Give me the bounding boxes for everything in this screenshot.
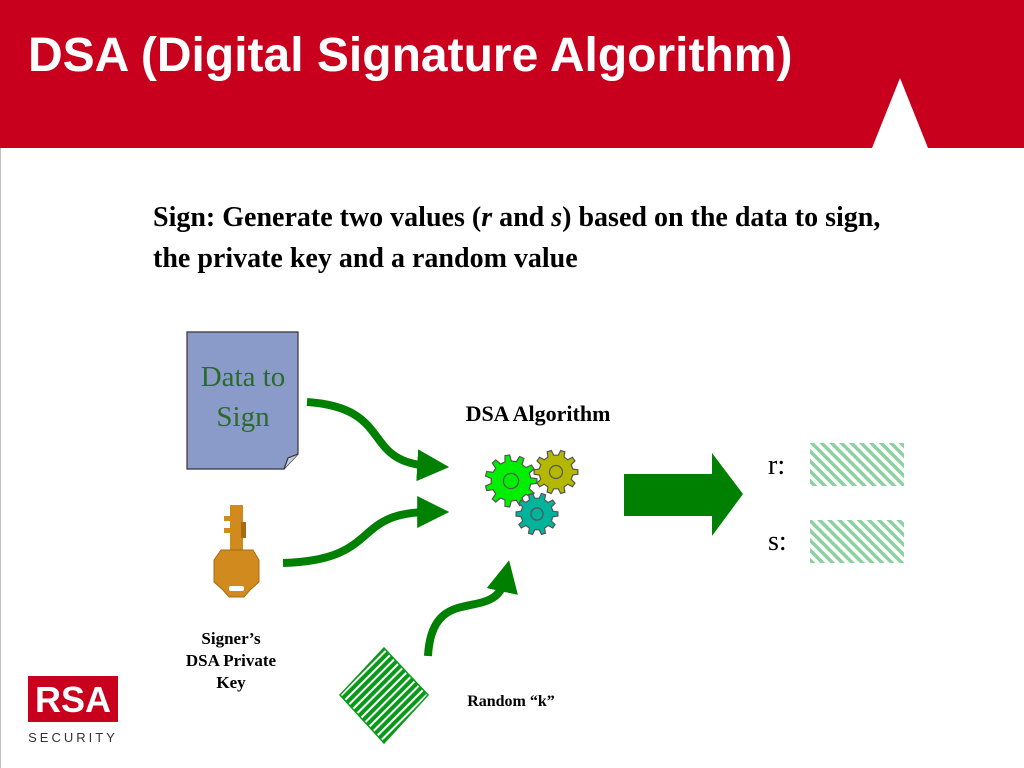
slide-title: DSA (Digital Signature Algorithm) (28, 29, 793, 82)
logo-subtext: SECURITY (28, 730, 118, 745)
random-k-label: Random “k” (467, 693, 555, 710)
dsa-algorithm-label: DSA Algorithm (466, 401, 611, 426)
subtitle-part1: Sign: Generate two values ( (153, 202, 482, 233)
key-label-line2: DSA Private (186, 651, 277, 670)
r-value-box (810, 443, 904, 486)
arrow-data-to-algorithm (306, 398, 450, 482)
data-to-sign-document: Data to Sign (186, 331, 299, 470)
signature-output-s: s: (768, 520, 904, 563)
document-label-line2: Sign (216, 401, 270, 433)
arrow-key-to-algorithm (282, 496, 450, 567)
subtitle-r: r (481, 202, 493, 233)
subtitle-s: s (551, 202, 563, 233)
arrow-random-to-algorithm (424, 560, 518, 657)
s-value-box (810, 520, 904, 563)
slide-left-border (0, 148, 1, 768)
input-arrows (282, 398, 518, 657)
document-label-line1: Data to (201, 361, 286, 393)
rsa-security-logo: RSA SECURITY (28, 676, 118, 745)
slide-subtitle: Sign: Generate two values (r and s) base… (153, 197, 913, 279)
subtitle-part2: ) based on the data to sign, the private… (153, 202, 881, 274)
key-icon (213, 505, 260, 598)
title-band-triangle-decoration (872, 78, 928, 148)
random-k-diamond-icon (338, 646, 430, 745)
output-arrow (624, 453, 743, 536)
gear-olive (533, 449, 579, 495)
gear-bright-green (484, 454, 538, 508)
gear-teal (515, 492, 559, 536)
s-label: s: (768, 526, 787, 557)
gears-icon (484, 449, 579, 536)
title-band: DSA (Digital Signature Algorithm) (0, 0, 1024, 148)
logo-text: RSA (35, 679, 111, 720)
signature-output-r: r: (768, 443, 904, 486)
subtitle-and: and (492, 202, 552, 233)
r-label: r: (768, 450, 785, 481)
key-label-line3: Key (216, 673, 246, 692)
key-label-line1: Signer’s (201, 629, 261, 648)
